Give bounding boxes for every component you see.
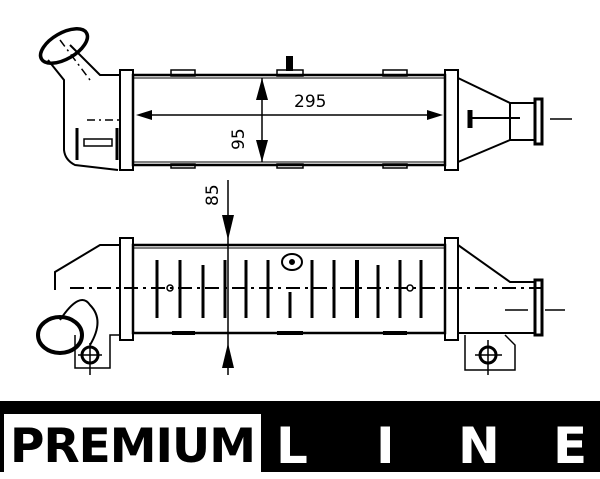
top-view <box>38 27 572 171</box>
line-letter-i: I <box>376 417 395 475</box>
dimension-offset-label: 85 <box>203 184 223 206</box>
premium-label-box: PREMIUM <box>4 414 261 479</box>
line-letter-n: N <box>458 417 500 475</box>
technical-drawing: 295 95 85 <box>36 27 572 375</box>
line-letter-l: L <box>276 417 308 475</box>
premium-line-banner: PREMIUM L I N E <box>0 401 600 479</box>
premium-label: PREMIUM <box>10 419 256 474</box>
line-label: L I N E <box>268 414 598 479</box>
side-view <box>36 180 565 375</box>
dimension-length-label: 295 <box>294 92 326 112</box>
dimension-height-label: 95 <box>229 128 249 150</box>
line-letter-e: E <box>553 417 588 475</box>
